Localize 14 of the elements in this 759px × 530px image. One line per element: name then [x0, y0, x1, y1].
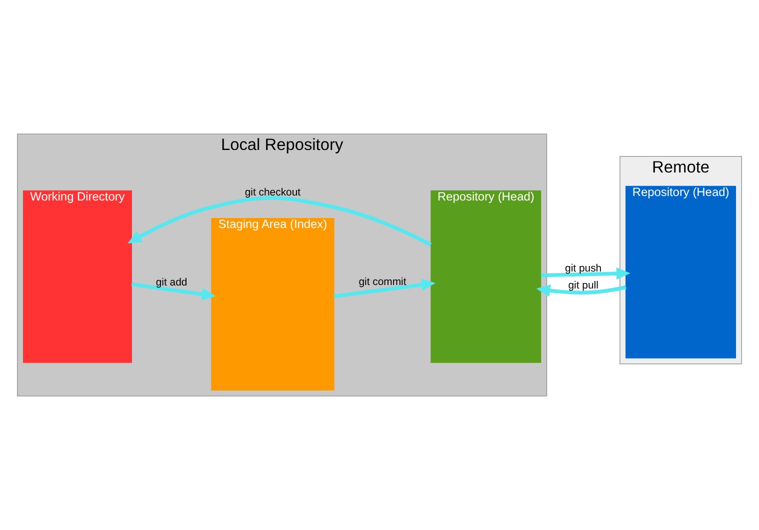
arrow: [334, 278, 436, 298]
edge-label: git add: [156, 278, 188, 289]
edge-label: git commit: [358, 276, 406, 288]
node-box: Staging Area (Index): [211, 218, 334, 390]
node-box: Repository (Head): [626, 186, 736, 358]
edge-label: git pull: [568, 280, 598, 292]
edge-label: git push: [565, 263, 602, 274]
arrow: [541, 267, 630, 280]
edge-label: git checkout: [244, 187, 301, 198]
node-box: Working Directory: [22, 190, 132, 363]
arrow: [536, 284, 626, 297]
node-box: Repository (Head): [430, 190, 542, 363]
arrow: [128, 196, 432, 246]
arrow: [131, 282, 216, 300]
